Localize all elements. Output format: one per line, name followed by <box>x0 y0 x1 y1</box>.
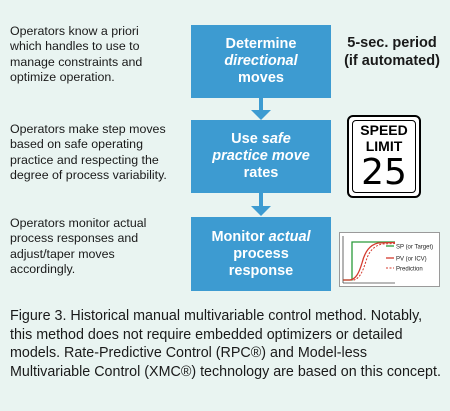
step-2-emphasis: safe practice move <box>212 131 310 164</box>
figure-caption: Figure 3. Historical manual multivariabl… <box>10 308 441 380</box>
legend-prediction-label: Prediction <box>396 267 423 273</box>
flow-arrow-1-icon <box>251 110 271 120</box>
legend-sp-label: SP (or Target) <box>396 245 433 251</box>
response-chart-svg: SP (or Target) PV (or ICV) Prediction <box>342 236 433 284</box>
response-chart-icon: SP (or Target) PV (or ICV) Prediction <box>339 232 440 287</box>
note-step-moves: Operators make step moves based on safe … <box>10 122 167 183</box>
sign-inner-border <box>352 120 416 193</box>
prediction-curve <box>343 243 396 281</box>
step-3-line-2: process response <box>228 245 294 279</box>
step-determine-directional-moves: Determine directional moves <box>191 25 331 98</box>
note-directional: Operators know a priori which handles to… <box>10 24 143 85</box>
step-1-line-3: moves <box>238 70 284 86</box>
note-monitor: Operators monitor actual process respons… <box>10 216 147 277</box>
step-1-emphasis: directional <box>224 53 298 69</box>
step-2-line-3: rates <box>243 165 279 181</box>
step-2-line-1: Use safe practice move <box>212 131 310 164</box>
speed-limit-sign-icon: SPEED LIMIT 25 <box>347 115 421 198</box>
sign-number: 25 <box>361 152 407 193</box>
flow-connector-2 <box>259 193 263 208</box>
period-label: 5-sec. period (if automated) <box>344 35 440 69</box>
step-1-line-2: directional <box>191 53 331 70</box>
step-monitor-actual-response: Monitor actual process response <box>191 217 331 291</box>
sign-line-1: SPEED <box>360 122 408 138</box>
flow-connector-1 <box>259 98 263 112</box>
sign-line-2: LIMIT <box>365 138 403 154</box>
legend-pv-label: PV (or ICV) <box>396 257 427 263</box>
step-3-emphasis: actual <box>268 228 311 245</box>
pv-curve <box>343 241 396 281</box>
step-3-line-1: Monitor actual <box>211 228 311 245</box>
step-1-line-1: Determine <box>225 36 297 52</box>
step-safe-practice-move-rates: Use safe practice move rates <box>191 120 331 193</box>
flow-arrow-2-icon <box>251 206 271 216</box>
